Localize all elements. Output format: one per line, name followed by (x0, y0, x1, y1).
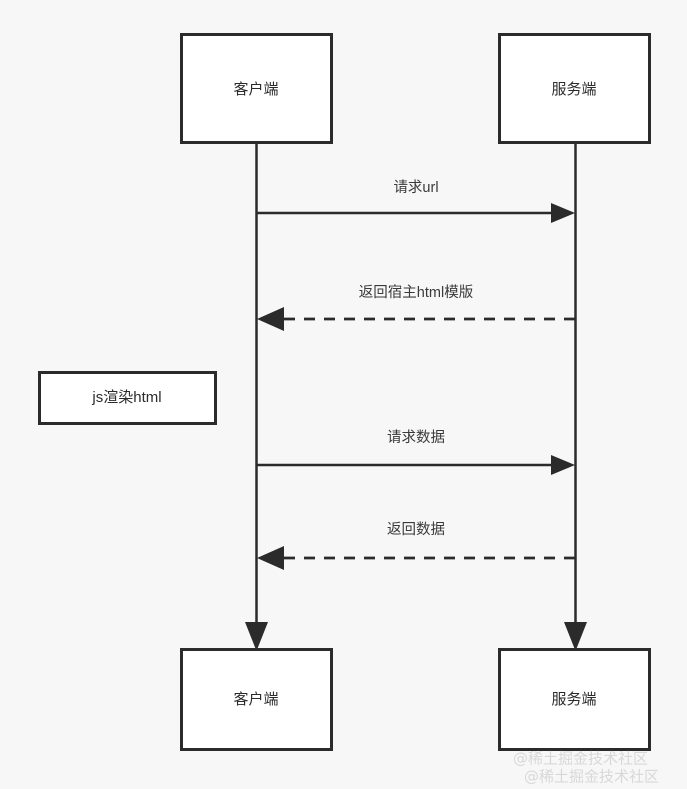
watermark-line-2: @稀土掘金技术社区 (524, 768, 659, 786)
participant-box-client-bottom: 客户端 (180, 648, 333, 751)
message-request-data: 请求数据 (256, 429, 575, 475)
participant-label-client-bottom: 客户端 (233, 691, 278, 708)
participant-box-server-bottom: 服务端 (498, 648, 651, 751)
message-label-return-data: 返回数据 (387, 521, 445, 538)
participant-box-client-top: 客户端 (180, 33, 333, 144)
arrow-head-left-icon (257, 307, 284, 331)
message-label-request-data: 请求数据 (387, 429, 445, 446)
arrow-head-right-icon (551, 203, 575, 223)
arrow-head-right-icon (551, 455, 575, 475)
arrow-head-left-icon (257, 546, 284, 570)
message-label-return-html-template: 返回宿主html模版 (359, 284, 473, 301)
arrow-head-down-server-icon (564, 622, 587, 651)
note-label-js-render: js渲染html (91, 389, 161, 406)
watermark: @稀土掘金技术社区 @稀土掘金技术社区 (513, 750, 659, 786)
participant-label-server-bottom: 服务端 (551, 691, 596, 708)
participant-label-server-top: 服务端 (551, 81, 596, 98)
participant-label-client-top: 客户端 (233, 81, 278, 98)
participant-box-server-top: 服务端 (498, 33, 651, 144)
note-box-js-render: js渲染html (38, 371, 217, 425)
arrow-head-down-client-icon (245, 622, 268, 651)
watermark-line-1: @稀土掘金技术社区 (513, 750, 648, 768)
message-request-url: 请求url (256, 179, 575, 223)
message-return-html-template: 返回宿主html模版 (257, 284, 575, 331)
message-return-data: 返回数据 (257, 521, 575, 570)
message-label-request-url: 请求url (393, 179, 438, 196)
